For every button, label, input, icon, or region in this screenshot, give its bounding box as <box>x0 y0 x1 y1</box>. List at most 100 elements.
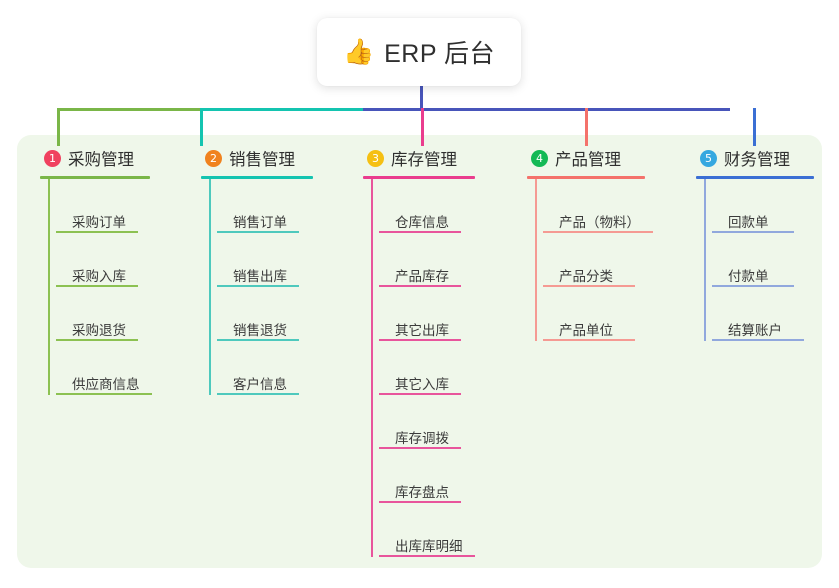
list-item-rule <box>379 501 461 503</box>
list-item[interactable]: 库存调拨 <box>379 395 475 449</box>
column-items: 产品（物料） 产品分类产品单位 <box>527 179 653 341</box>
list-item[interactable]: 供应商信息 <box>56 341 152 395</box>
connector-bar-segment-1 <box>57 108 200 111</box>
column-header-5[interactable]: 5 财务管理 <box>696 146 814 170</box>
list-item-rule <box>379 393 461 395</box>
list-item-label: 产品库存 <box>395 268 449 284</box>
list-item-rule <box>712 339 804 341</box>
list-item[interactable]: 其它出库 <box>379 287 475 341</box>
column-number-badge: 1 <box>44 149 61 167</box>
list-item-rule <box>712 231 794 233</box>
list-item-rule <box>379 447 461 449</box>
column-title: 采购管理 <box>68 151 134 169</box>
list-item-rule <box>217 393 299 395</box>
list-item-rule <box>379 339 461 341</box>
list-item-label: 出库库明细 <box>395 538 463 554</box>
connector-drop-5 <box>753 108 756 146</box>
column-number-badge: 2 <box>205 149 222 167</box>
column-underline <box>527 176 645 179</box>
list-item[interactable]: 采购订单 <box>56 179 150 233</box>
list-item-rule <box>217 285 299 287</box>
list-item-rule <box>56 339 138 341</box>
list-item-label: 结算账户 <box>728 322 782 338</box>
list-item[interactable]: 产品库存 <box>379 233 475 287</box>
column-title: 库存管理 <box>391 151 457 169</box>
column-1: 1 采购管理采购订单采购入库采购退货供应商信息 <box>40 146 152 395</box>
list-item[interactable]: 采购入库 <box>56 233 150 287</box>
list-item-label: 付款单 <box>728 268 769 284</box>
connector-drop-2 <box>200 108 203 146</box>
root-title-inner: 👍 ERP 后台 <box>343 34 495 70</box>
column-header-4[interactable]: 4 产品管理 <box>527 146 646 170</box>
list-item-label: 采购入库 <box>72 268 126 284</box>
list-item-rule <box>379 285 461 287</box>
diagram-panel <box>17 135 822 568</box>
list-item[interactable]: 采购退货 <box>56 287 150 341</box>
column-5: 5 财务管理回款单付款单结算账户 <box>696 146 814 341</box>
column-items: 回款单付款单结算账户 <box>696 179 814 341</box>
list-item-rule <box>379 231 461 233</box>
list-item-rule <box>217 339 299 341</box>
column-3: 3 库存管理仓库信息产品库存其它出库其它入库库存调拨库存盘点出库库明细 <box>363 146 475 557</box>
column-spine <box>371 179 373 557</box>
column-spine <box>704 179 706 341</box>
connector-bar-segment-2 <box>200 108 363 111</box>
connector-bar-segment-3 <box>363 108 730 111</box>
list-item[interactable]: 产品（物料） <box>543 179 653 233</box>
column-items: 销售订单销售出库销售退货客户信息 <box>201 179 313 395</box>
list-item-rule <box>56 285 138 287</box>
list-item-rule <box>56 231 138 233</box>
connector-drop-4 <box>585 108 588 146</box>
list-item-label: 其它入库 <box>395 376 449 392</box>
list-item[interactable]: 库存盘点 <box>379 449 475 503</box>
list-item-label: 库存盘点 <box>395 484 449 500</box>
list-item[interactable]: 销售出库 <box>217 233 313 287</box>
column-header-3[interactable]: 3 库存管理 <box>363 146 475 170</box>
list-item[interactable]: 出库库明细 <box>379 503 475 557</box>
list-item-label: 产品单位 <box>559 322 613 338</box>
list-item-rule <box>379 555 475 557</box>
list-item-label: 产品分类 <box>559 268 613 284</box>
column-4: 4 产品管理产品（物料） 产品分类产品单位 <box>527 146 653 341</box>
column-items: 仓库信息产品库存其它出库其它入库库存调拨库存盘点出库库明细 <box>363 179 475 557</box>
list-item[interactable]: 销售退货 <box>217 287 313 341</box>
list-item[interactable]: 其它入库 <box>379 341 475 395</box>
column-header-1[interactable]: 1 采购管理 <box>40 146 150 170</box>
trunk-connector <box>420 86 423 108</box>
root-title-card[interactable]: 👍 ERP 后台 <box>317 18 521 86</box>
column-underline <box>363 176 475 179</box>
list-item-label: 采购订单 <box>72 214 126 230</box>
list-item-rule <box>56 393 152 395</box>
list-item-label: 产品（物料） <box>559 214 640 230</box>
list-item-label: 其它出库 <box>395 322 449 338</box>
list-item[interactable]: 客户信息 <box>217 341 313 395</box>
column-spine <box>209 179 211 395</box>
column-title: 产品管理 <box>555 151 621 169</box>
list-item[interactable]: 产品单位 <box>543 287 646 341</box>
list-item[interactable]: 产品分类 <box>543 233 646 287</box>
column-items: 采购订单采购入库采购退货供应商信息 <box>40 179 152 395</box>
list-item-label: 回款单 <box>728 214 769 230</box>
column-number-badge: 3 <box>367 149 384 167</box>
list-item[interactable]: 回款单 <box>712 179 814 233</box>
list-item-label: 仓库信息 <box>395 214 449 230</box>
connector-drop-1 <box>57 108 60 146</box>
column-title: 财务管理 <box>724 151 790 169</box>
column-underline <box>696 176 814 179</box>
list-item-rule <box>543 339 635 341</box>
thumbs-up-icon: 👍 <box>342 37 375 66</box>
list-item-rule <box>217 231 299 233</box>
column-underline <box>40 176 150 179</box>
list-item[interactable]: 结算账户 <box>712 287 814 341</box>
column-number-badge: 4 <box>531 149 548 167</box>
list-item-label: 库存调拨 <box>395 430 449 446</box>
list-item[interactable]: 销售订单 <box>217 179 313 233</box>
list-item[interactable]: 仓库信息 <box>379 179 475 233</box>
list-item-rule <box>543 231 653 233</box>
column-number-badge: 5 <box>700 149 717 167</box>
list-item[interactable]: 付款单 <box>712 233 814 287</box>
list-item-label: 采购退货 <box>72 322 126 338</box>
list-item-rule <box>543 285 635 287</box>
list-item-label: 销售出库 <box>233 268 287 284</box>
